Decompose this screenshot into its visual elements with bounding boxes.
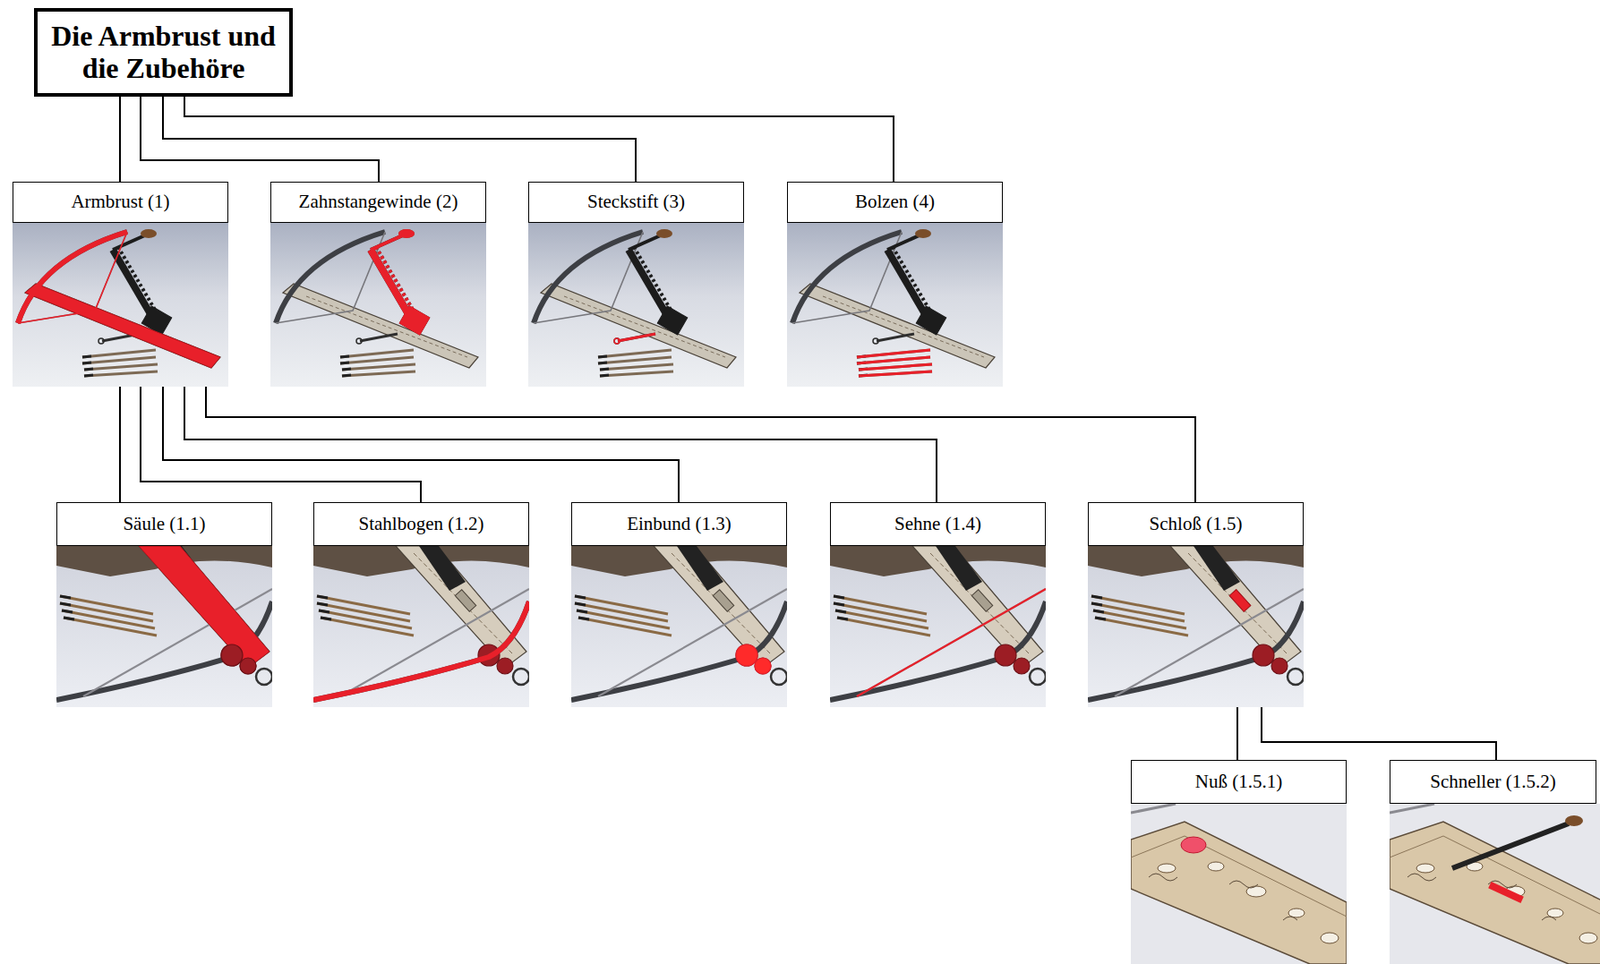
crossbow-photo [528, 222, 745, 387]
part-box: Schneller (1.5.2) [1389, 760, 1597, 964]
box-header: Schloß (1.5) [1087, 502, 1304, 547]
part-box: Armbrust (1) [12, 181, 229, 387]
box-header: Nuß (1.5.1) [1130, 760, 1347, 805]
part-box: Zahnstangewinde (2) [270, 181, 487, 387]
crossbow-closeup-photo [56, 546, 273, 708]
crossbow-photo [787, 222, 1003, 387]
part-label: Steckstift (3) [587, 190, 685, 214]
crossbow-closeup-photo [1087, 546, 1304, 708]
connector-line [1236, 707, 1238, 761]
part-box: Einbund (1.3) [571, 502, 788, 708]
part-box: Säule (1.1) [56, 502, 273, 708]
part-box: Sehne (1.4) [829, 502, 1046, 708]
connector-line [162, 96, 636, 182]
part-label: Sehne (1.4) [894, 513, 982, 536]
box-header: Schneller (1.5.2) [1389, 760, 1597, 805]
connector-line [205, 386, 1196, 503]
box-header: Säule (1.1) [56, 502, 273, 547]
part-label: Nuß (1.5.1) [1195, 770, 1283, 794]
part-label: Zahnstangewinde (2) [299, 190, 459, 214]
part-label: Stahlbogen (1.2) [359, 513, 485, 536]
box-header: Stahlbogen (1.2) [313, 502, 530, 547]
part-label: Säule (1.1) [122, 513, 206, 536]
connector-line [119, 96, 120, 182]
connector-line [140, 386, 421, 503]
crossbow-closeup-photo [829, 546, 1046, 708]
connector-line [184, 96, 894, 182]
crossbow-closeup-photo [313, 546, 530, 708]
title-box: Die Armbrust und die Zubehöre [34, 8, 293, 97]
connector-line [1261, 707, 1497, 761]
box-header: Steckstift (3) [528, 181, 745, 223]
connector-line [184, 386, 937, 503]
stock-detail-photo [1130, 804, 1347, 964]
part-label: Einbund (1.3) [626, 513, 732, 536]
part-box: Stahlbogen (1.2) [313, 502, 530, 708]
box-header: Sehne (1.4) [829, 502, 1046, 547]
stock-detail-photo [1389, 804, 1600, 964]
part-label: Armbrust (1) [70, 190, 170, 214]
part-box: Bolzen (4) [787, 181, 1003, 387]
box-header: Einbund (1.3) [571, 502, 788, 547]
part-label: Schloß (1.5) [1149, 513, 1243, 536]
box-header: Zahnstangewinde (2) [270, 181, 487, 223]
part-label: Schneller (1.5.2) [1429, 770, 1557, 794]
connector-line [119, 386, 120, 503]
title-text: Die Armbrust und die Zubehöre [42, 20, 284, 86]
crossbow-photo [12, 222, 229, 387]
part-box: Schloß (1.5) [1087, 502, 1304, 708]
box-header: Bolzen (4) [787, 181, 1003, 223]
part-label: Bolzen (4) [855, 190, 935, 214]
box-header: Armbrust (1) [12, 181, 229, 223]
part-box: Steckstift (3) [528, 181, 745, 387]
part-box: Nuß (1.5.1) [1130, 760, 1347, 964]
crossbow-photo [270, 222, 487, 387]
connector-line [162, 386, 679, 503]
crossbow-closeup-photo [571, 546, 788, 708]
